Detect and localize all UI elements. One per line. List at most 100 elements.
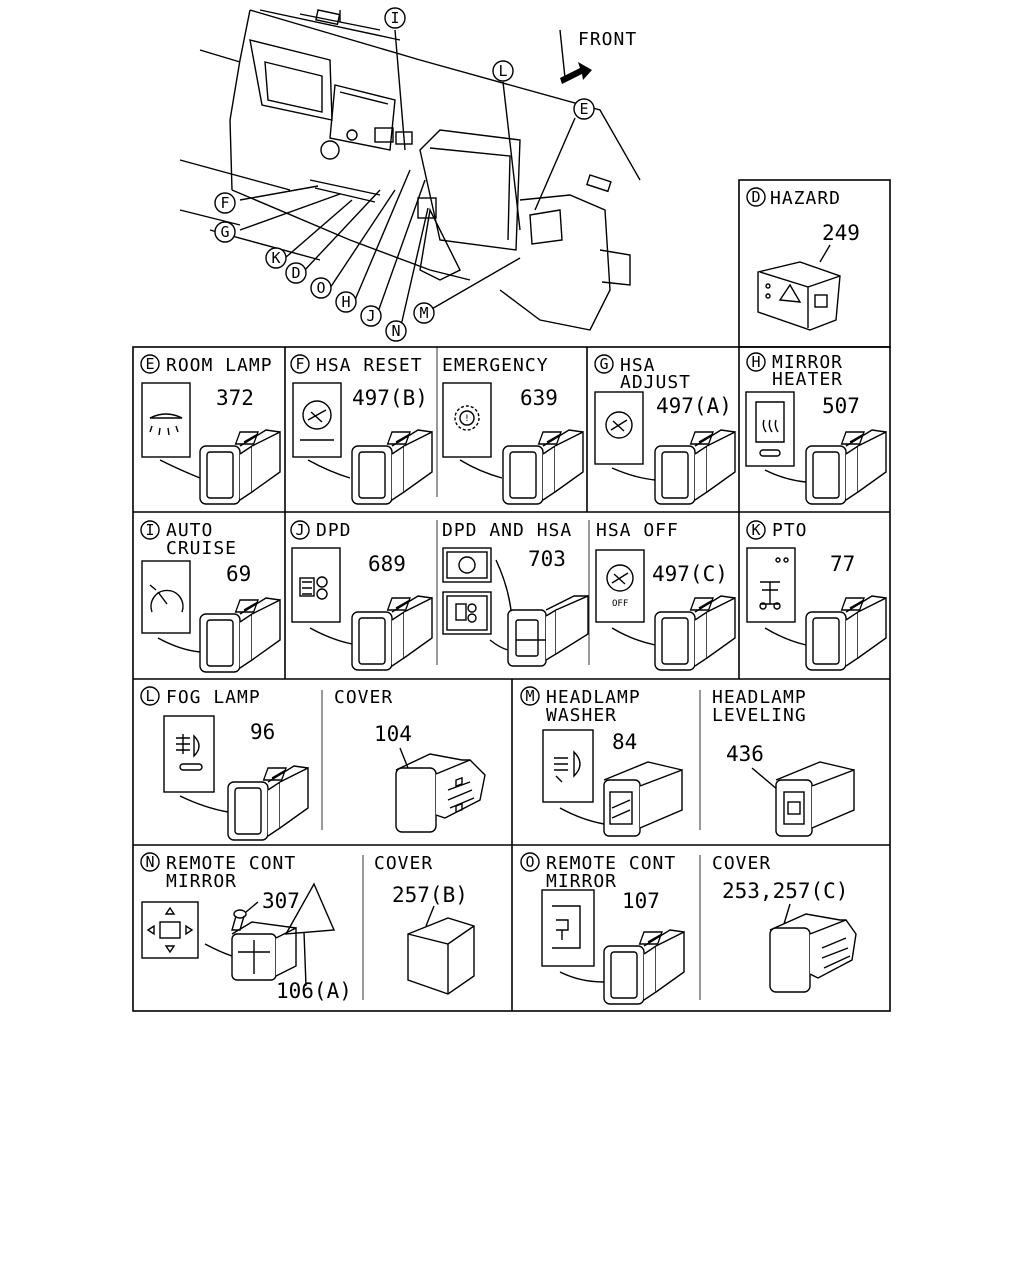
svg-text:639: 639 <box>520 386 558 410</box>
headlamp-washer-icon <box>554 750 581 783</box>
svg-text:HEADLAMP: HEADLAMP <box>712 687 807 708</box>
svg-text:O: O <box>525 853 534 871</box>
callout-J: J <box>360 305 382 327</box>
svg-text:497(A): 497(A) <box>656 394 732 418</box>
svg-text:E: E <box>145 355 154 373</box>
svg-text:ADJUST: ADJUST <box>620 372 691 393</box>
svg-text:F: F <box>220 194 229 212</box>
svg-text:84: 84 <box>612 730 637 754</box>
callout-H: H <box>335 291 357 313</box>
svg-text:106(A): 106(A) <box>276 979 352 1003</box>
panel-D-hazard: D HAZARD 249 <box>746 187 860 331</box>
svg-text:104: 104 <box>374 722 412 746</box>
hsa-off-icon: OFF <box>606 564 634 609</box>
headlamp-washer-switch-icon <box>603 761 683 837</box>
svg-text:AUTO: AUTO <box>166 520 213 541</box>
svg-text:507: 507 <box>822 394 860 418</box>
callout-O: O <box>310 277 332 299</box>
svg-text:M: M <box>525 687 534 705</box>
panel-I-auto-cruise: I AUTO CRUISE 69 <box>140 520 281 673</box>
svg-text:689: 689 <box>368 552 406 576</box>
svg-text:COVER: COVER <box>334 687 393 708</box>
svg-text:HSA RESET: HSA RESET <box>316 355 423 376</box>
svg-text:N: N <box>145 853 154 871</box>
panel-N-remote-cont-mirror: N REMOTE CONT MIRROR 307 106(A) <box>140 852 352 1003</box>
svg-text:OFF: OFF <box>612 599 628 609</box>
svg-text:REMOTE CONT: REMOTE CONT <box>546 853 676 874</box>
callout-N: N <box>385 320 407 342</box>
headlamp-leveling-switch-icon <box>775 761 855 837</box>
svg-text:249: 249 <box>822 221 860 245</box>
panel-H-mirror-heater: H MIRROR HEATER 507 <box>745 352 887 505</box>
svg-text:J: J <box>295 521 304 539</box>
svg-text:DPD AND HSA: DPD AND HSA <box>442 520 572 541</box>
callout-E: E <box>573 98 595 120</box>
svg-text:PTO: PTO <box>772 520 808 541</box>
svg-text:HAZARD: HAZARD <box>770 188 841 209</box>
panel-E-room-lamp: E ROOM LAMP 372 <box>140 354 281 505</box>
callout-L: L <box>492 60 514 82</box>
hazard-switch-icon <box>757 261 841 331</box>
emergency-gear-icon: ! <box>454 405 480 431</box>
cover-104-icon <box>395 753 486 833</box>
svg-text:HEATER: HEATER <box>772 369 843 390</box>
svg-text:436: 436 <box>726 742 764 766</box>
svg-text:L: L <box>145 687 154 705</box>
callout-D: D <box>285 262 307 284</box>
svg-text:497(B): 497(B) <box>352 386 428 410</box>
panel-J-dpd: J DPD 689 <box>290 520 433 671</box>
svg-text:G: G <box>599 355 608 373</box>
hsa-reset-icon <box>300 400 334 441</box>
svg-text:REMOTE CONT: REMOTE CONT <box>166 853 296 874</box>
svg-text:G: G <box>220 223 229 241</box>
cruise-speedometer-icon <box>149 584 184 613</box>
panel-cover-104: COVER 104 <box>334 687 486 833</box>
svg-text:MIRROR: MIRROR <box>166 871 237 892</box>
svg-text:HSA: HSA <box>620 355 656 376</box>
svg-text:!: ! <box>464 414 469 424</box>
panel-cover-253-257c: COVER 253,257(C) <box>712 853 857 993</box>
svg-text:372: 372 <box>216 386 254 410</box>
panel-L-fog-lamp: L FOG LAMP 96 <box>140 686 309 841</box>
mirror-control-switch-icon <box>231 921 297 981</box>
svg-text:I: I <box>145 521 154 539</box>
svg-text:FOG LAMP: FOG LAMP <box>166 687 261 708</box>
callout-G: G <box>214 221 236 243</box>
panel-G-hsa-adjust: G HSA ADJUST 497(A) <box>594 354 736 505</box>
svg-text:497(C): 497(C) <box>652 562 728 586</box>
svg-text:D: D <box>291 264 300 282</box>
svg-text:CRUISE: CRUISE <box>166 538 237 559</box>
svg-text:HEADLAMP: HEADLAMP <box>546 687 641 708</box>
callout-F: F <box>214 192 236 214</box>
svg-text:253,257(C): 253,257(C) <box>722 879 848 903</box>
panel-dpd-and-hsa: DPD AND HSA 703 <box>442 520 589 667</box>
fog-lamp-icon <box>176 734 203 771</box>
panel-grid <box>132 179 891 1012</box>
room-lamp-icon <box>149 413 183 436</box>
svg-text:307: 307 <box>262 889 300 913</box>
mirror-control-icon <box>141 901 199 959</box>
callout-K: K <box>265 247 287 269</box>
svg-text:MIRROR: MIRROR <box>772 352 843 373</box>
dashboard-overview: FRONT I L E F G K D O H J N M <box>179 7 641 342</box>
hsa-adjust-icon <box>605 411 633 439</box>
svg-text:K: K <box>751 521 760 539</box>
panel-emergency: EMERGENCY 639 ! <box>442 355 584 505</box>
svg-text:LEVELING: LEVELING <box>712 705 807 726</box>
callout-I: I <box>384 7 406 29</box>
svg-text:K: K <box>271 249 280 267</box>
svg-text:WASHER: WASHER <box>546 705 617 726</box>
dpd-icon <box>299 576 328 600</box>
front-label: FRONT <box>578 29 637 50</box>
svg-text:MIRROR: MIRROR <box>546 871 617 892</box>
svg-text:N: N <box>391 322 400 340</box>
svg-text:I: I <box>390 9 399 27</box>
panel-O-remote-cont-mirror: O REMOTE CONT MIRROR 107 <box>520 852 685 1005</box>
svg-text:77: 77 <box>830 552 855 576</box>
front-arrow-icon <box>560 62 592 84</box>
svg-text:69: 69 <box>226 562 251 586</box>
svg-text:COVER: COVER <box>374 853 433 874</box>
svg-text:H: H <box>341 293 350 311</box>
svg-text:HSA OFF: HSA OFF <box>596 520 679 541</box>
mirror-heater-icon <box>755 401 785 457</box>
